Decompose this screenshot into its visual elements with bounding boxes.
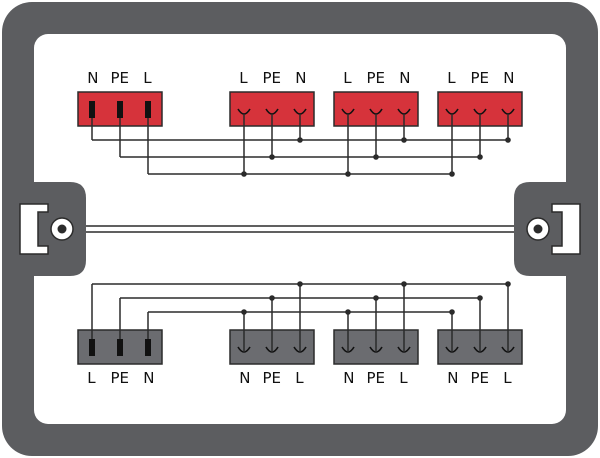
right-screw-hole-center <box>533 224 543 234</box>
connector-1-label-l: L <box>87 369 96 387</box>
connector-2-label-n: N <box>295 69 307 87</box>
connector-1 <box>77 91 163 127</box>
connector-3 <box>333 329 419 365</box>
junction-dot <box>401 281 407 287</box>
junction-dot <box>241 171 247 177</box>
junction-dot <box>477 154 483 160</box>
junction-dot <box>345 309 351 315</box>
pin-l <box>89 339 95 356</box>
connector-1-label-pe: PE <box>110 69 130 87</box>
connector-2 <box>229 91 315 127</box>
connector-2 <box>229 329 315 365</box>
connector-4-label-pe: PE <box>470 369 490 387</box>
connector-3 <box>333 91 419 127</box>
connector-4-label-l: L <box>503 369 512 387</box>
connector-4-label-pe: PE <box>470 69 490 87</box>
connector-1-label-n: N <box>143 369 155 387</box>
connector-1-label-pe: PE <box>110 369 130 387</box>
pin-n <box>89 101 95 118</box>
junction-dot <box>449 171 455 177</box>
junction-dot <box>477 295 483 301</box>
connector-4-label-l: L <box>447 69 456 87</box>
junction-dot <box>505 137 511 143</box>
connector-2-label-l: L <box>295 369 304 387</box>
junction-dot <box>373 154 379 160</box>
connector-2-label-n: N <box>239 369 251 387</box>
bottom-connectors <box>77 329 523 365</box>
connector-4-label-n: N <box>503 69 515 87</box>
connector-4-label-n: N <box>447 369 459 387</box>
bottom-wiring <box>91 281 511 330</box>
connector-2-label-pe: PE <box>262 369 282 387</box>
connector-3-label-n: N <box>399 69 411 87</box>
top-wiring <box>91 126 511 177</box>
pin-pe <box>117 101 123 118</box>
connector-3-label-pe: PE <box>366 369 386 387</box>
top-connectors <box>77 91 523 127</box>
junction-dot <box>401 137 407 143</box>
housing-inner-panel <box>34 34 566 424</box>
connector-4 <box>437 329 523 365</box>
junction-dot <box>345 171 351 177</box>
right-clip-bracket <box>551 203 581 255</box>
junction-dot <box>449 309 455 315</box>
connector-3-label-l: L <box>399 369 408 387</box>
connector-3-label-pe: PE <box>366 69 386 87</box>
connector-1-label-n: N <box>87 69 99 87</box>
pin-n <box>145 339 151 356</box>
junction-dot <box>297 137 303 143</box>
connector-1 <box>77 329 163 365</box>
junction-dot <box>297 281 303 287</box>
connector-4 <box>437 91 523 127</box>
connector-3-label-l: L <box>343 69 352 87</box>
pin-pe <box>117 339 123 356</box>
connector-1-label-l: L <box>143 69 152 87</box>
left-screw-hole-center <box>57 224 67 234</box>
left-clip-bracket <box>19 203 49 255</box>
junction-dot <box>269 154 275 160</box>
junction-dot <box>505 281 511 287</box>
junction-dot <box>373 295 379 301</box>
connector-3-label-n: N <box>343 369 355 387</box>
junction-dot <box>269 295 275 301</box>
connector-2-label-pe: PE <box>262 69 282 87</box>
connector-2-label-l: L <box>239 69 248 87</box>
junction-dot <box>241 309 247 315</box>
pin-l <box>145 101 151 118</box>
